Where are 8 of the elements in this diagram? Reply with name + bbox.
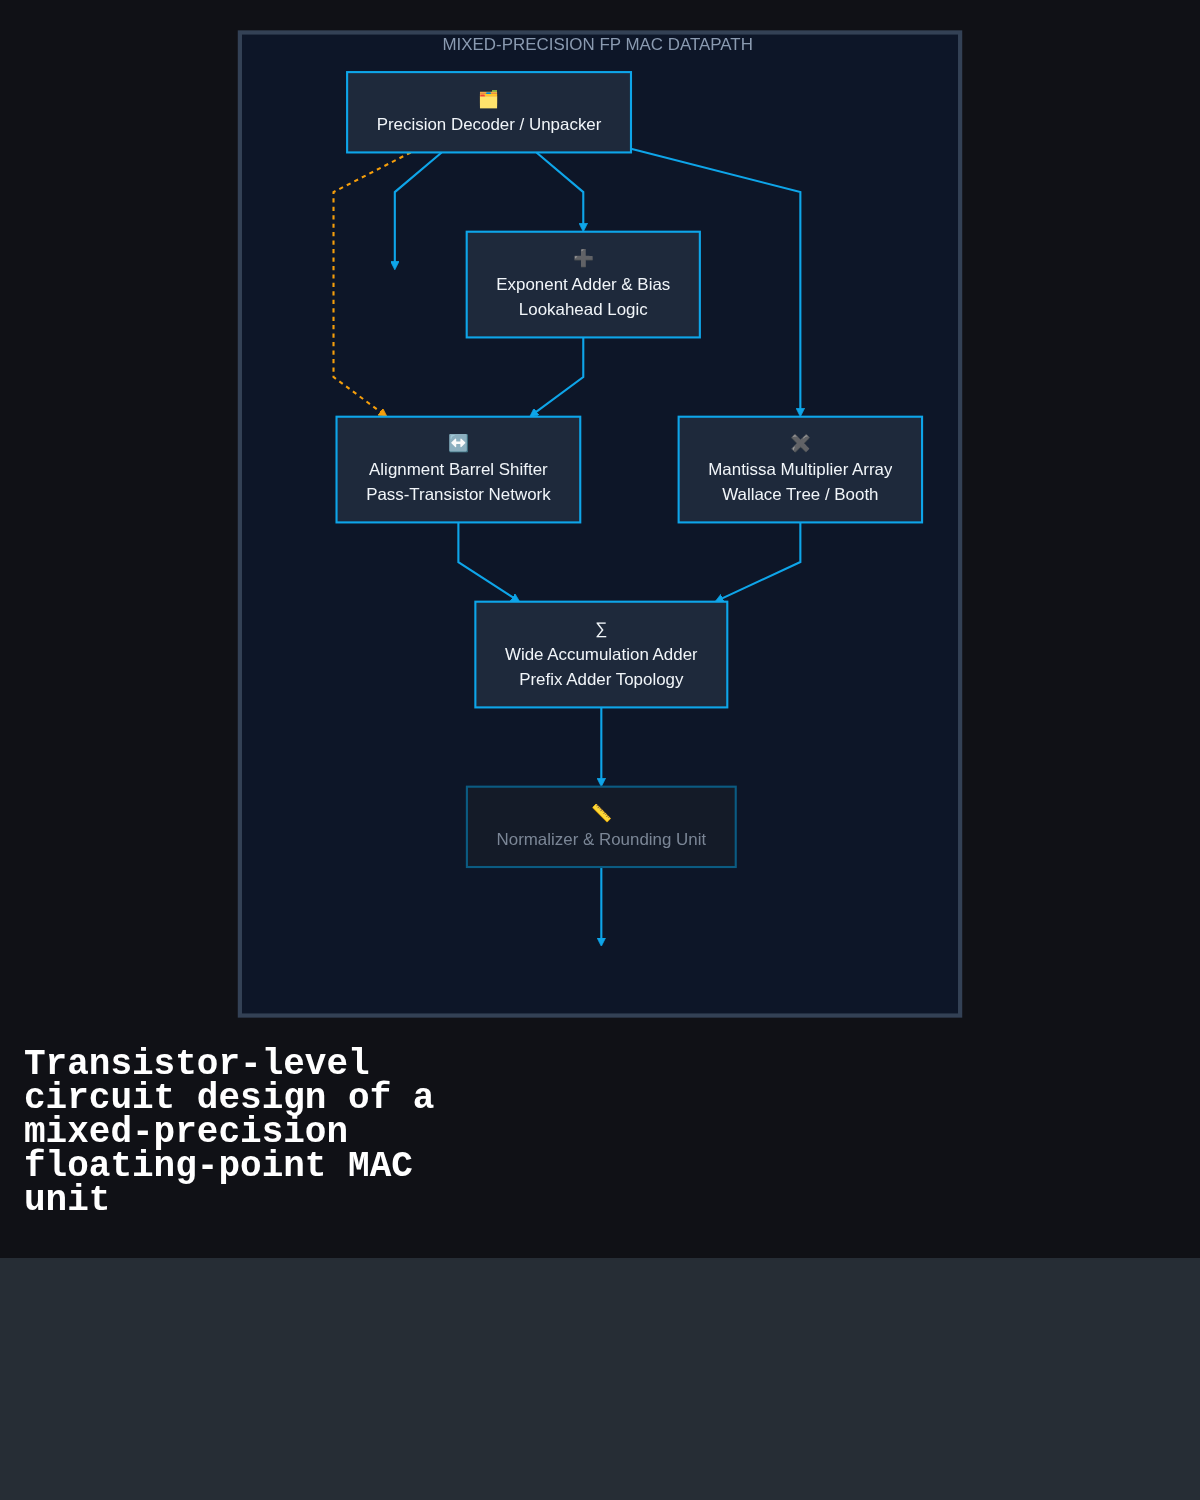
node-box: 🗂 Precision Decoder / Unpacker xyxy=(346,71,633,154)
arrow xyxy=(596,867,606,947)
page-title: Transistor-level circuit design of a mixed-precision floating-point MAC unit xyxy=(24,1048,436,1218)
node-box: ∑ Wide Accumulation Adder Prefix Adder Topology xyxy=(474,600,729,709)
node-box: ↔ Alignment Barrel Shifter Pass-Transistor Network xyxy=(335,415,582,524)
node-box: 📏 Normalizer & Rounding Unit xyxy=(465,785,737,869)
node-box: ✖ Mantissa Multiplier Array Wallace Tree / Booth xyxy=(677,415,924,524)
node-box: ➕ Exponent Adder & Bias Lookahead Logic xyxy=(465,230,701,339)
